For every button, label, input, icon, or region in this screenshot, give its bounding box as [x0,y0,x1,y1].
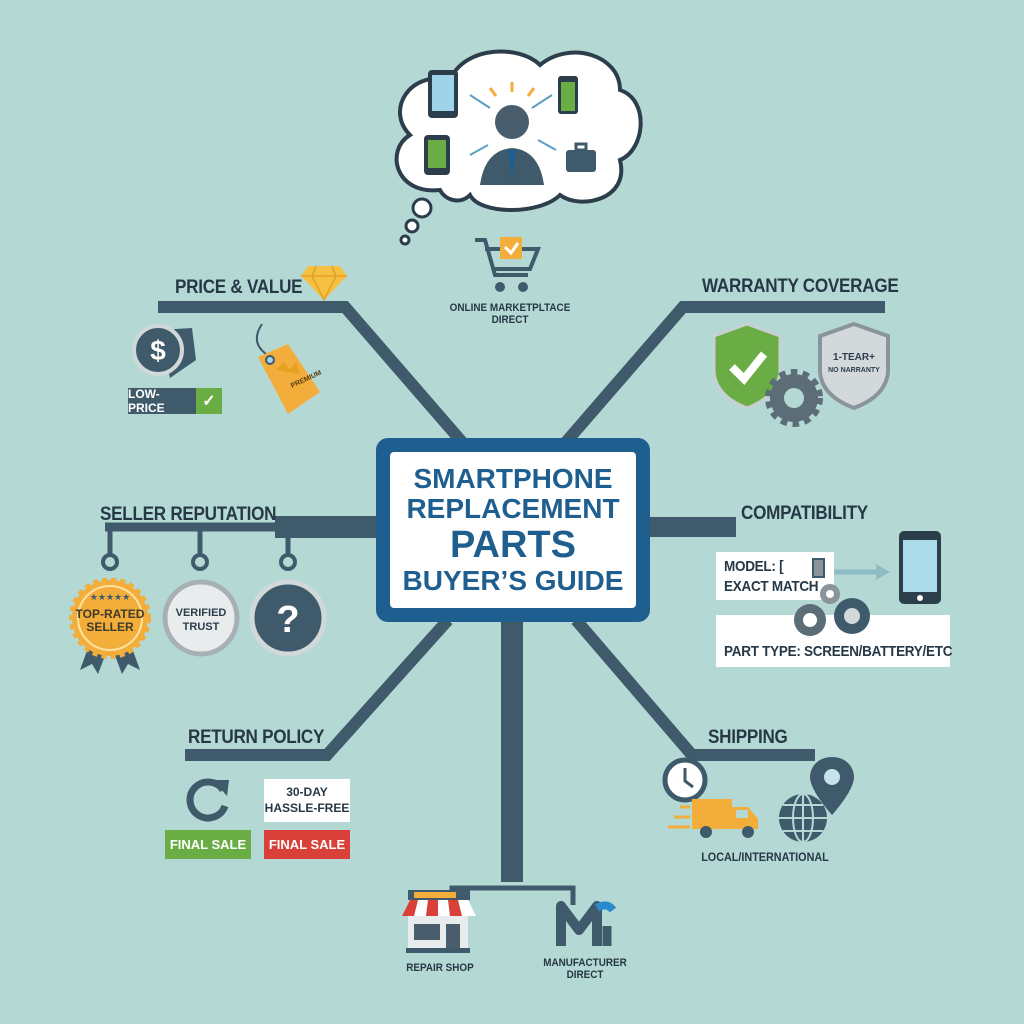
truck-icon [668,799,758,838]
warranty-heading: WARRANTY COVERAGE [702,276,899,297]
phone-green-icon [424,135,450,175]
title-line3: PARTS [450,523,576,566]
svg-text:1-TEAR+: 1-TEAR+ [833,352,875,363]
return-branch [185,615,453,761]
repair-shop-icon [402,890,476,953]
phone-icon [428,70,458,118]
svg-text:TOP-RATED: TOP-RATED [76,607,145,621]
shipping-branch [571,616,815,761]
diamond-icon [301,265,347,302]
gear-icon [765,369,823,427]
verified-trust-badge: VERIFIED TRUST [162,579,240,657]
repair-shop-label: REPAIR SHOP [406,962,474,974]
price-value-heading: PRICE & VALUE [175,277,303,298]
unknown-seller-badge: ? [249,579,327,657]
svg-text:VERIFIED: VERIFIED [176,607,227,619]
svg-text:$: $ [150,335,166,366]
seller-reputation-heading: SELLER REPUTATION [100,504,277,525]
warranty-branch [561,301,885,446]
toolbox-icon [566,142,596,172]
shield-check-icon [712,322,782,410]
shipping-scope-label: LOCAL/INTERNATIONAL [701,850,829,864]
shipping-icons [662,757,854,843]
battery-icon [558,76,578,114]
price-branch [158,301,467,446]
svg-text:SELLER: SELLER [86,620,134,634]
shield-no-warranty-icon: 1-TEAR+ NO NARRANTY [818,322,890,411]
final-sale-red-label: FINAL SALE [264,830,350,859]
clock-icon [662,757,708,803]
title-line4: BUYER’S GUIDE [402,564,624,596]
svg-text:★★★★★: ★★★★★ [90,592,130,602]
model-box: MODEL: [ EXACT MATCH [716,552,834,600]
top-rated-badge: ★★★★★ TOP-RATED SELLER [69,578,151,674]
gears-icon [794,584,870,636]
thought-bubble [394,49,643,246]
arrow-icon [834,564,890,580]
low-price-label: LOW-PRICE [128,387,196,415]
seller-badges: ★★★★★ TOP-RATED SELLER VERIFIED TRUST ? [69,578,327,674]
return-policy-heading: RETURN POLICY [188,727,325,748]
dollar-tag-icon: $ [132,324,196,378]
premium-price-tag-icon: PREMIUM [255,323,323,414]
part-type-box: PART TYPE: SCREEN/BATTERY/ETC [716,615,952,667]
svg-text:TRUST: TRUST [183,621,220,633]
title-line1: SMARTPHONE [413,463,613,495]
title-card: SMARTPHONE REPLACEMENT PARTS BUYER’S GUI… [376,438,650,622]
final-sale-green-label: FINAL SALE [165,830,251,859]
smartphone-icon [899,531,941,604]
globe-icon [779,793,827,843]
shipping-heading: SHIPPING [708,727,788,748]
location-pin-icon [810,757,854,815]
person-icon [480,105,544,185]
warranty-icons: 1-TEAR+ NO NARRANTY [712,322,890,427]
svg-text:NO NARRANTY: NO NARRANTY [828,367,880,374]
svg-text:?: ? [276,599,299,641]
compatibility-heading: COMPATIBILITY [741,503,868,524]
refresh-icon [186,778,229,822]
battery-icon [812,558,825,578]
title-line2: REPLACEMENT [406,493,620,525]
shopping-cart-icon [475,237,541,292]
manufacturer-logo-icon [556,901,617,946]
check-icon: ✓ [196,388,222,414]
